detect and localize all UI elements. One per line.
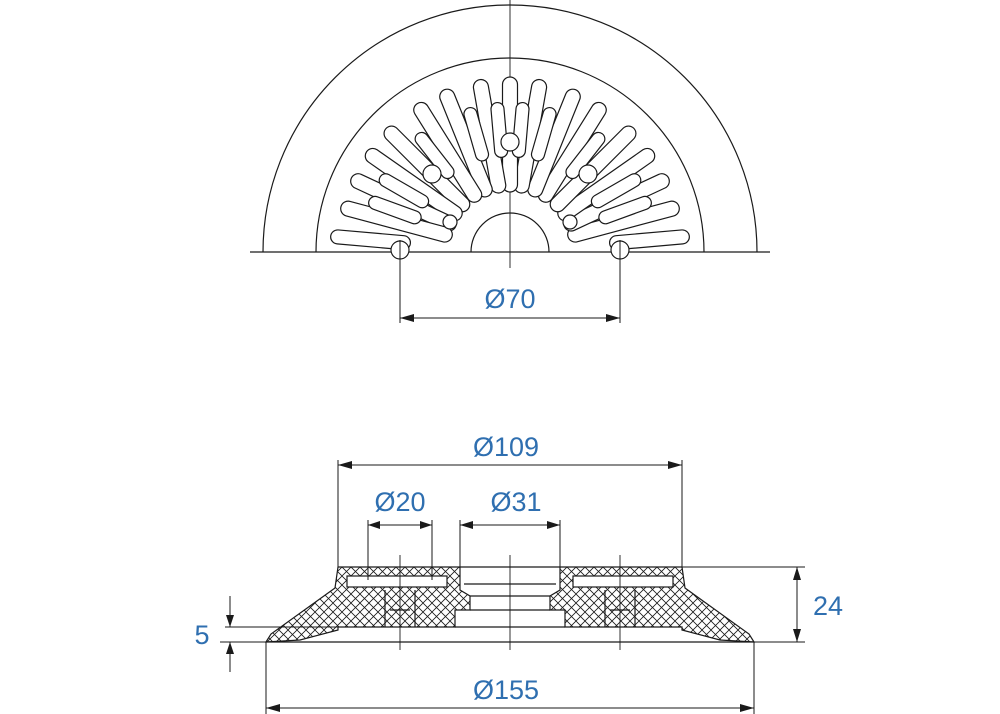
dim-overall-top: Ø109	[337, 432, 683, 567]
radial-slot	[463, 106, 490, 162]
section-view: Ø109 Ø20 Ø31 5	[194, 432, 843, 714]
top-view: Ø70	[250, 0, 770, 323]
radial-slot	[590, 173, 642, 209]
radial-slot	[608, 229, 690, 251]
pocket-left	[346, 575, 448, 588]
radial-slots	[330, 76, 690, 251]
radial-slot	[414, 131, 455, 180]
dim-base: Ø155	[265, 642, 755, 714]
pocket-right	[572, 575, 674, 588]
dim-label-pocket: Ø20	[374, 487, 425, 517]
radial-slot	[330, 229, 412, 251]
dim-label-overall-top: Ø109	[473, 432, 539, 462]
radial-slot	[378, 173, 430, 209]
dim-label-top-bore: Ø70	[484, 284, 535, 314]
pin-hole	[578, 164, 598, 184]
radial-slot	[598, 195, 652, 225]
dim-label-center-bore: Ø31	[490, 487, 541, 517]
dim-pocket: Ø20	[367, 487, 433, 580]
pin-bores	[384, 590, 636, 627]
pin-hole	[562, 214, 578, 230]
radial-slot	[368, 195, 422, 225]
radial-slot	[565, 131, 606, 180]
dim-label-base: Ø155	[473, 675, 539, 705]
dim-lip-thickness: 5	[194, 596, 266, 672]
dim-label-total-height: 24	[813, 591, 843, 621]
pin-hole	[422, 164, 442, 184]
radial-slot	[530, 106, 557, 162]
dim-label-lip-thickness: 5	[194, 620, 209, 650]
dim-center-bore: Ø31	[459, 487, 561, 567]
dim-top-bore: Ø70	[399, 240, 621, 323]
dim-total-height: 24	[682, 566, 843, 643]
pin-hole	[442, 214, 458, 230]
pin-hole	[500, 132, 520, 152]
